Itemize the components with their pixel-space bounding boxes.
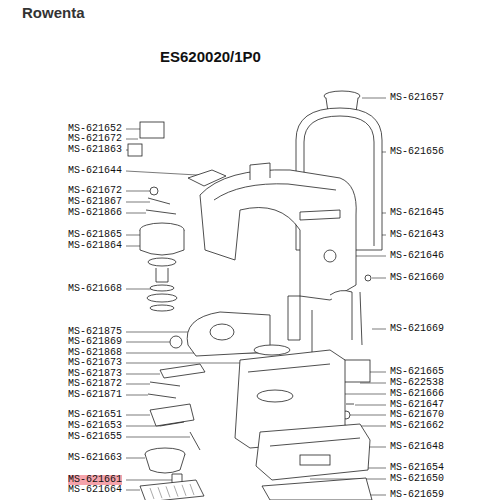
part-number: MS-621864 (68, 241, 122, 251)
part-number: MS-621656 (390, 147, 444, 157)
part-number: MS-621875 (68, 327, 122, 337)
part-number: MS-621669 (390, 324, 444, 334)
part-number: MS-621672 (68, 186, 122, 196)
grill-line (190, 484, 194, 495)
part-number: MS-621660 (390, 273, 444, 283)
part-number: MS-621866 (68, 208, 122, 218)
part-number: MS-621664 (68, 485, 122, 495)
part-number: MS-621661 (68, 475, 122, 485)
part-number: MS-621657 (390, 93, 444, 103)
part-number: MS-621872 (68, 379, 122, 389)
part-number: MS-621659 (390, 490, 444, 500)
part-number: MS-621869 (68, 337, 122, 347)
part-number: MS-621868 (68, 348, 122, 358)
part-number: MS-621871 (68, 390, 122, 400)
part-number: MS-621673 (68, 358, 122, 368)
part-number: MS-621654 (390, 463, 444, 473)
model-title: ES620020/1P0 (160, 48, 261, 65)
part-number: MS-621648 (390, 442, 444, 452)
part-number: MS-621655 (68, 432, 122, 442)
part-number: MS-621653 (68, 421, 122, 431)
part-number: MS-621652 (68, 124, 122, 134)
part-number: MS-621651 (68, 410, 122, 420)
part-number: MS-621865 (68, 230, 122, 240)
part-number: MS-621867 (68, 197, 122, 207)
part-number: MS-621666 (390, 389, 444, 399)
part-number: MS-621650 (390, 474, 444, 484)
part-number: MS-621873 (68, 369, 122, 379)
grill-line (166, 486, 170, 497)
part-number: MS-621668 (68, 284, 122, 294)
part-number: MS-621670 (390, 410, 444, 420)
part-number: MS-621663 (68, 453, 122, 463)
grill-line (174, 486, 178, 497)
grill-line (182, 485, 186, 496)
grill-line (150, 488, 154, 499)
part-number: MS-621863 (68, 145, 122, 155)
part-number: MS-621646 (390, 251, 444, 261)
part-number: MS-621672 (68, 134, 122, 144)
grill-lines (150, 484, 194, 499)
leader-lines (126, 98, 386, 495)
part-number: MS-621643 (390, 230, 444, 240)
part-number: MS-622538 (390, 378, 444, 388)
parts (128, 91, 382, 500)
part-number: MS-621647 (390, 400, 444, 410)
part-number: MS-621662 (390, 421, 444, 431)
grill-line (158, 487, 162, 498)
part-number: MS-621644 (68, 166, 122, 176)
part-number: MS-621645 (390, 208, 444, 218)
part-number: MS-621665 (390, 367, 444, 377)
brand-logo: Rowenta (22, 4, 85, 21)
